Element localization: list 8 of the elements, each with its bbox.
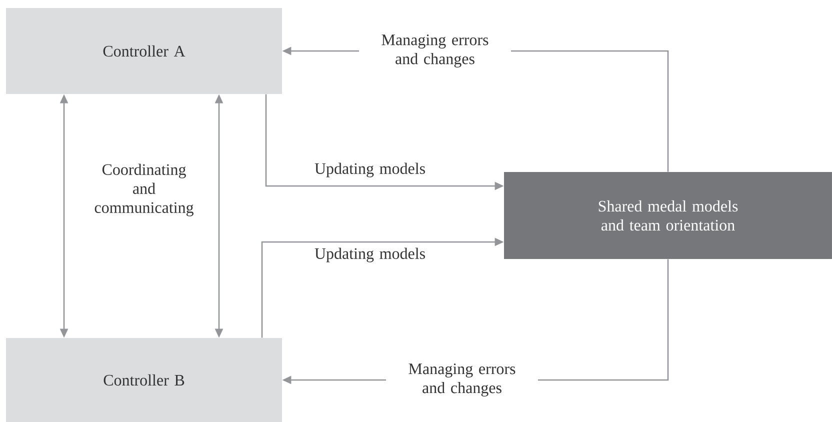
edge-label: Managing errors and changes <box>359 33 511 69</box>
annotation-text: Coordinating and communicating <box>94 164 194 216</box>
edge-label: Updating models <box>314 248 425 262</box>
controller-box: Controller A <box>6 8 282 94</box>
controller-box: Controller B <box>6 338 282 422</box>
process-box: Shared medal models and team orientation <box>504 172 832 259</box>
edge-label: Updating models <box>314 162 425 178</box>
edge-label: Managing errors and changes <box>386 362 538 398</box>
